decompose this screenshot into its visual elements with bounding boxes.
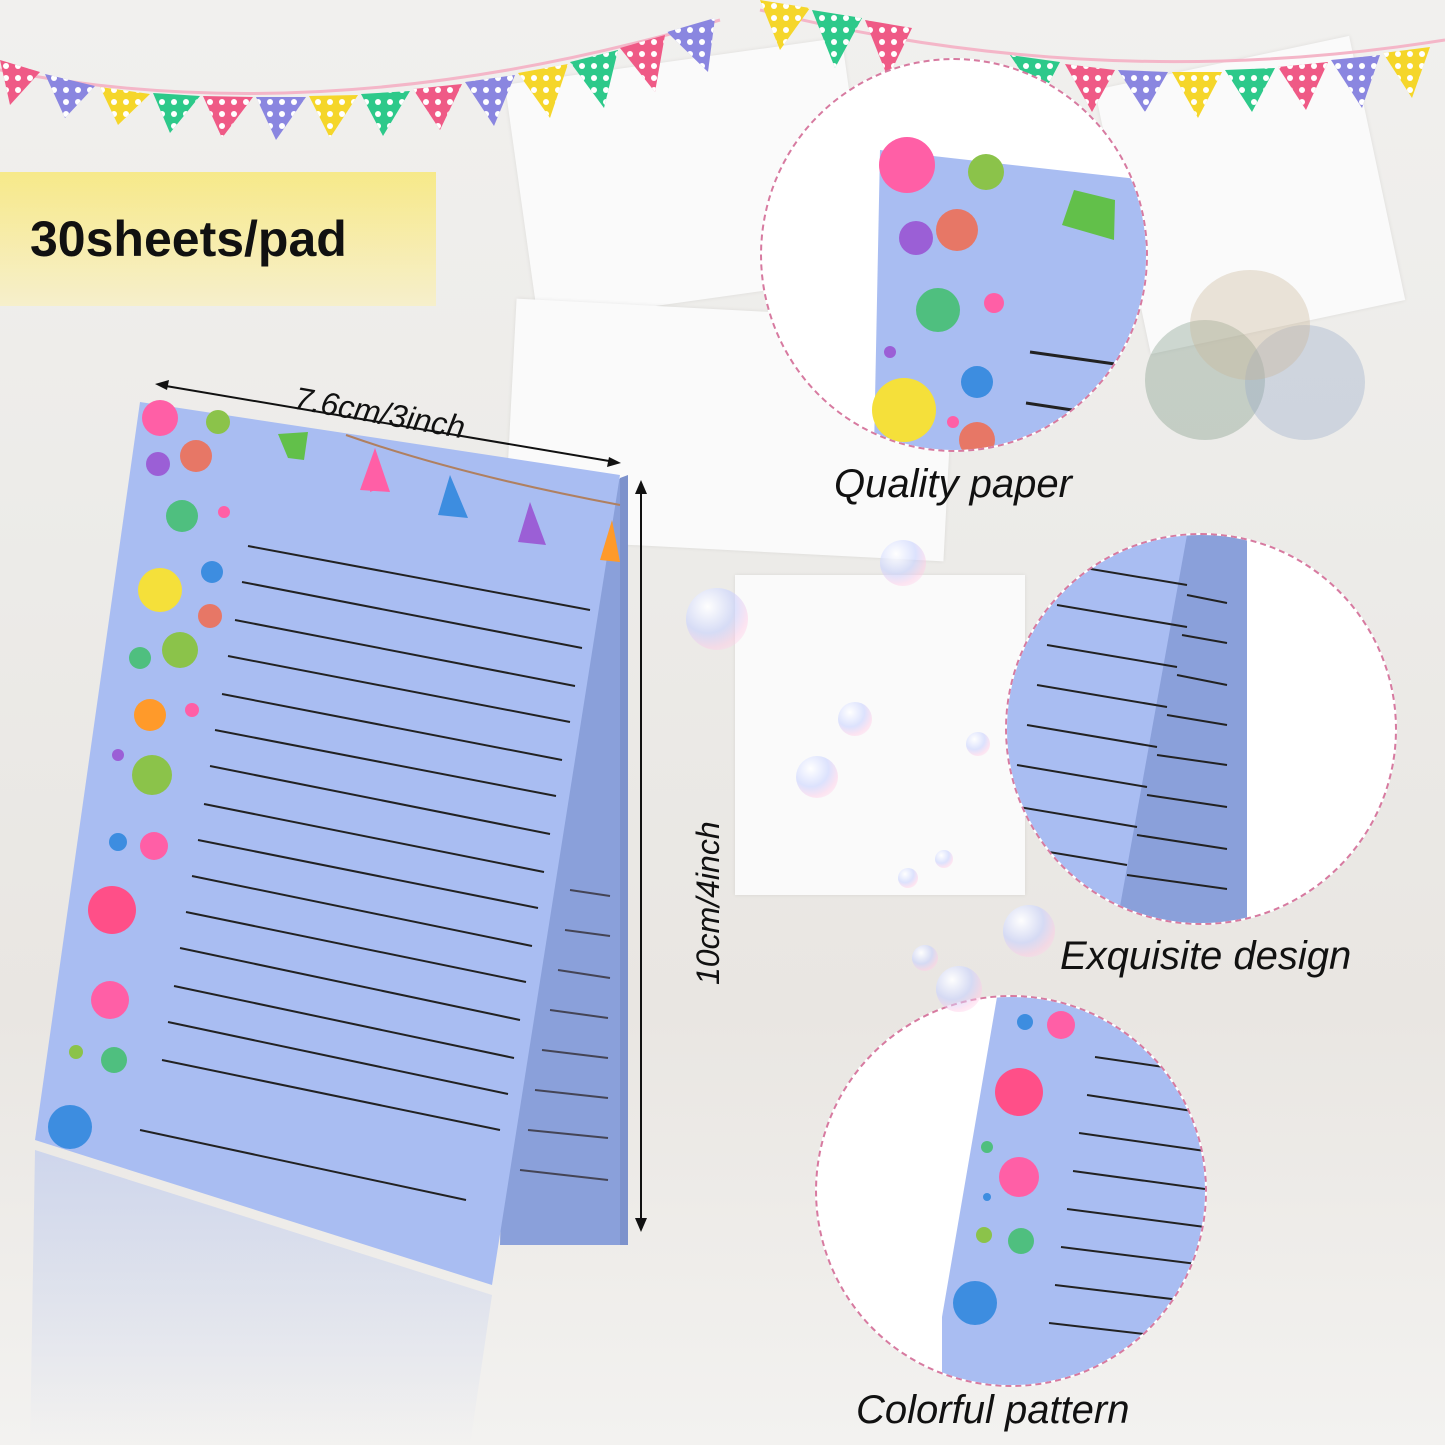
pad-lines-closeup: [1007, 535, 1247, 923]
quality-paper-callout: [760, 58, 1148, 452]
bunting-decoration: [0, 0, 1445, 140]
notepad-product: [30, 400, 628, 1445]
bubble-decoration: [936, 966, 982, 1012]
colorful-pattern-label: Colorful pattern: [856, 1388, 1130, 1432]
colorful-pattern-callout: [815, 995, 1207, 1387]
venn-diagram: [1245, 325, 1365, 440]
quality-paper-label: Quality paper: [834, 462, 1072, 506]
bubble-decoration: [898, 868, 918, 888]
venn-diagram: [1145, 320, 1265, 440]
bubble-decoration: [686, 588, 748, 650]
pad-dots-closeup: [942, 997, 1205, 1385]
bubble-decoration: [912, 945, 938, 971]
exquisite-design-callout: [1005, 533, 1397, 925]
exquisite-design-label: Exquisite design: [1060, 934, 1352, 978]
sheet-count-label: 30sheets/pad: [30, 211, 347, 267]
bubble-decoration: [935, 850, 953, 868]
width-dimension-arrow: [155, 380, 621, 467]
bubble-decoration: [838, 702, 872, 736]
venn-diagram: [1190, 270, 1310, 380]
bubble-decoration: [880, 540, 926, 586]
height-dimension-arrow: [635, 480, 647, 1232]
bubble-decoration: [1003, 905, 1055, 957]
bubble-decoration: [966, 732, 990, 756]
pad-corner-closeup: [872, 137, 1146, 450]
bubble-decoration: [796, 756, 838, 798]
sheet-count-banner: 30sheets/pad: [0, 172, 436, 306]
height-label: 10cm/4inch: [690, 821, 726, 985]
